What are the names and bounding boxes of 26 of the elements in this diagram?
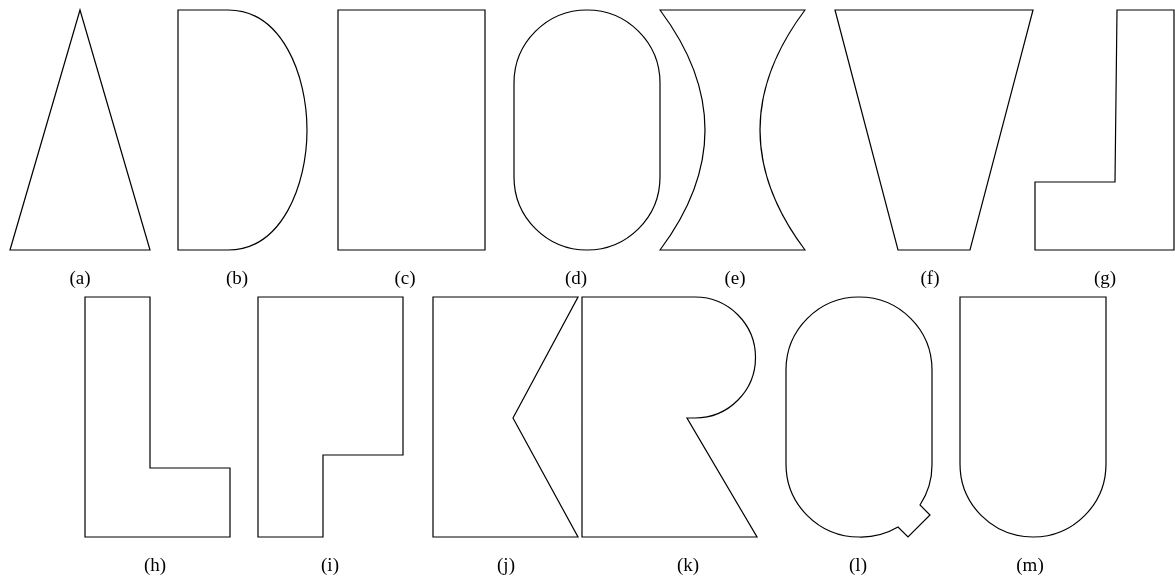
- figure-label: (c): [394, 267, 416, 289]
- figure-label: (i): [321, 554, 339, 576]
- trapezoid-outline: [834, 9, 1034, 251]
- rectangle-outline: [337, 9, 486, 251]
- polygon-outline: [84, 296, 231, 538]
- figure-label: (m): [1016, 554, 1044, 576]
- arch-outline: [959, 296, 1107, 538]
- polygon-outline: [257, 296, 404, 538]
- figure-label: (a): [69, 267, 91, 289]
- polygon-outline: [1034, 9, 1175, 251]
- figure-label: (k): [676, 554, 700, 576]
- figure-label: (e): [724, 267, 746, 289]
- figure-label: (h): [143, 554, 167, 576]
- figure-label: (l): [849, 554, 867, 576]
- hourglass-outline: [659, 9, 806, 251]
- polygon-outline: [432, 296, 579, 538]
- rounded-outline: [513, 9, 661, 251]
- polygon-outline: [581, 296, 758, 538]
- figure-label: (f): [920, 267, 940, 289]
- figure-label: (d): [564, 267, 588, 289]
- triangle-outline: [9, 7, 151, 251]
- rounded-outline: [785, 296, 933, 538]
- figure-label: (g): [1093, 267, 1117, 289]
- figure-label: (j): [497, 554, 515, 576]
- figure-label: (b): [225, 267, 249, 289]
- arch-outline: [177, 9, 308, 251]
